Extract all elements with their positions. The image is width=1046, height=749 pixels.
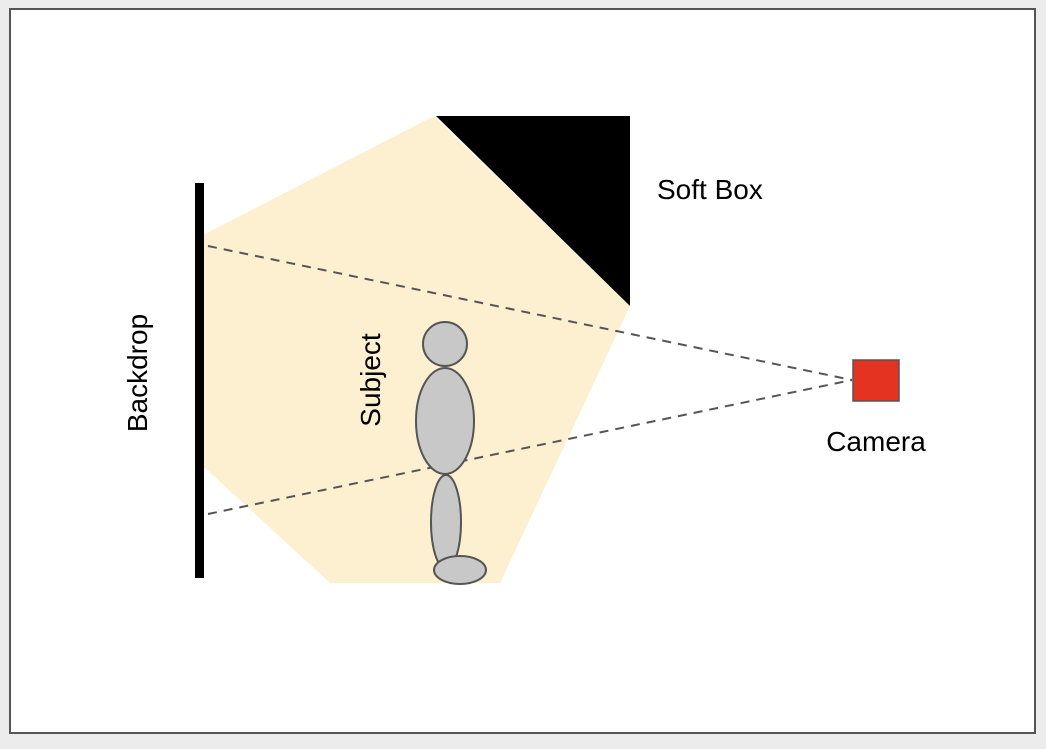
soft-box-shape bbox=[436, 116, 630, 306]
camera-sight-line-top bbox=[207, 245, 853, 381]
camera-shape bbox=[852, 359, 900, 402]
light-spill-area bbox=[203, 116, 630, 583]
camera-sight-line-bottom bbox=[207, 379, 853, 515]
subject-head bbox=[422, 321, 468, 367]
backdrop-bar bbox=[195, 183, 204, 578]
camera-label: Camera bbox=[826, 426, 926, 457]
subject-label: Subject bbox=[355, 333, 386, 427]
subject-body bbox=[415, 367, 475, 475]
subject-leg bbox=[430, 474, 462, 570]
subject-foot bbox=[433, 555, 487, 585]
soft-box-label: Soft Box bbox=[657, 174, 763, 205]
subject-figure bbox=[415, 321, 487, 585]
backdrop-label: Backdrop bbox=[122, 314, 153, 432]
